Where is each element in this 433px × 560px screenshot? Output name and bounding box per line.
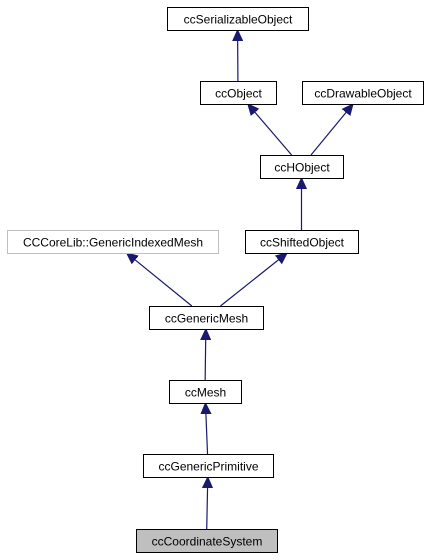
class-node-genericIndexedMesh[interactable]: CCCoreLib::GenericIndexedMesh [7,230,219,254]
inheritance-edge-ccGenericPrimitive-to-ccMesh [205,403,207,455]
class-node-label: ccGenericMesh [165,312,248,326]
class-node-ccHObject[interactable]: ccHObject [260,155,344,179]
class-node-box [169,380,242,404]
inheritance-edge-ccMesh-to-ccGenericMesh [205,329,206,381]
class-node-label: ccSerializableObject [184,13,293,27]
inheritance-edge-ccCoordinateSystem-to-ccGenericPrimitive [207,477,208,530]
class-node-box [167,7,309,31]
class-node-ccGenericMesh[interactable]: ccGenericMesh [149,306,264,330]
class-node-label: ccHObject [274,161,330,175]
class-node-label: ccMesh [185,386,226,400]
class-node-ccObject[interactable]: ccObject [200,81,277,105]
class-node-box [260,155,344,179]
class-node-label: ccObject [215,87,262,101]
class-node-box [245,230,359,254]
class-node-label: ccGenericPrimitive [158,460,258,474]
class-node-box [143,454,274,478]
class-node-label: CCCoreLib::GenericIndexedMesh [23,236,203,250]
class-node-ccGenericPrimitive[interactable]: ccGenericPrimitive [143,454,274,478]
class-node-box [200,81,277,105]
class-node-box [7,230,219,254]
class-node-box [149,306,264,330]
class-node-label: ccDrawableObject [314,87,412,101]
class-node-label: ccShiftedObject [260,236,345,250]
nodes-layer: ccSerializableObject ccObject ccDrawableOb… [7,7,424,553]
class-node-ccCoordinateSystem[interactable]: ccCoordinateSystem [136,529,278,553]
edges-layer [127,30,353,530]
inheritance-edge-ccGenericMesh-to-genericIndexedMesh [127,253,193,307]
class-node-box [302,81,424,105]
inheritance-edge-ccGenericMesh-to-ccShiftedObject [220,253,287,307]
class-node-ccShiftedObject[interactable]: ccShiftedObject [245,230,359,254]
class-node-ccMesh[interactable]: ccMesh [169,380,242,404]
class-node-ccDrawableObject[interactable]: ccDrawableObject [302,81,424,105]
inheritance-edge-ccHObject-to-ccObject [248,104,293,156]
class-node-label: ccCoordinateSystem [152,535,263,549]
class-node-ccSerializableObject[interactable]: ccSerializableObject [167,7,309,31]
class-node-box [136,529,278,553]
inheritance-edge-ccHObject-to-ccDrawableObject [310,104,353,156]
